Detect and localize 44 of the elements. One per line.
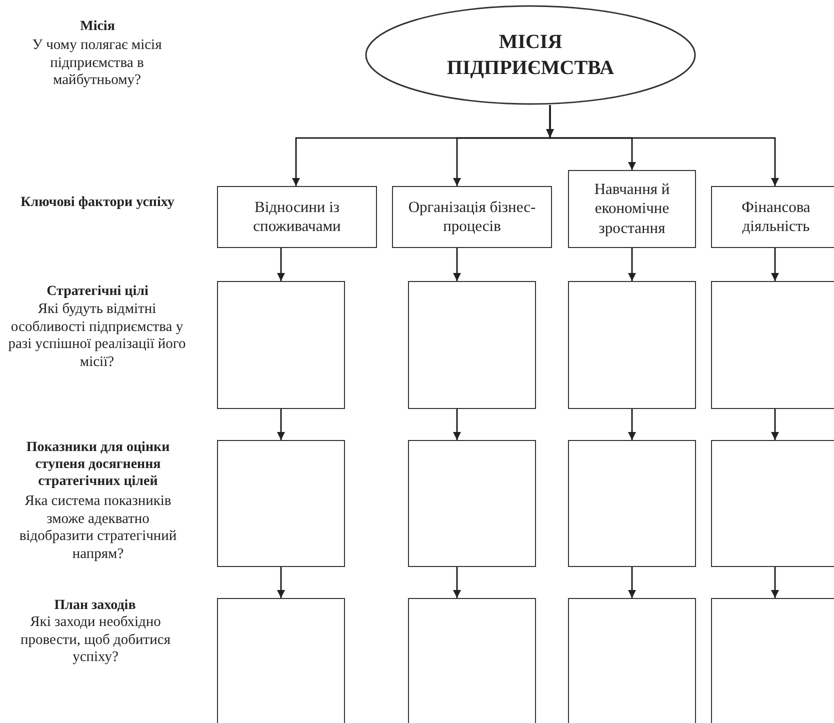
empty-box xyxy=(711,281,834,409)
process-box xyxy=(711,186,834,248)
empty-box xyxy=(408,598,536,723)
row-heading: План заходів xyxy=(53,597,137,614)
arrow xyxy=(453,409,461,440)
box-label: Фінансова діяльність xyxy=(740,198,812,236)
arrow xyxy=(628,567,636,598)
process-box xyxy=(217,186,377,248)
arrow xyxy=(771,409,779,440)
empty-box xyxy=(408,440,536,567)
arrow xyxy=(628,409,636,440)
row-question: Які будуть відмітні особливості підприємства у разі успішної реалізації його місії? xyxy=(7,301,187,372)
arrow xyxy=(628,248,636,281)
arrow xyxy=(277,248,285,281)
row-question: Які заходи необхідно провести, щоб добитися успіху? xyxy=(20,614,172,668)
empty-box xyxy=(711,440,834,567)
row-question: У чому полягає місія підприємства в майбутньому? xyxy=(31,37,163,90)
empty-box xyxy=(217,281,345,409)
arrow xyxy=(277,409,285,440)
box-label: Організація бізнес-процесів xyxy=(407,198,537,236)
row-heading: Показники для оцінки ступеня досягнення стратегічних цілей xyxy=(25,439,171,490)
empty-box xyxy=(568,440,696,567)
arrow xyxy=(277,567,285,598)
arrow xyxy=(549,105,779,186)
empty-box xyxy=(217,598,345,723)
mission-ellipse xyxy=(365,5,696,105)
empty-box xyxy=(568,598,696,723)
arrow xyxy=(453,248,461,281)
empty-box xyxy=(711,598,834,723)
arrow xyxy=(771,248,779,281)
row-heading: Стратегічні цілі xyxy=(46,283,150,300)
row-heading: Місія xyxy=(79,18,116,36)
empty-box xyxy=(217,440,345,567)
process-box xyxy=(568,170,696,248)
empty-box xyxy=(568,281,696,409)
arrow xyxy=(771,567,779,598)
arrow xyxy=(453,567,461,598)
box-label: Відносини із споживачами xyxy=(252,198,342,236)
row-question: Яка система показників зможе адекватно відобразити стратегічний напрям? xyxy=(18,493,178,564)
mission-title: МІСІЯ ПІДПРИЄМСТВА xyxy=(446,30,616,81)
empty-box xyxy=(408,281,536,409)
process-box xyxy=(392,186,552,248)
row-heading: Ключові фактори успіху xyxy=(20,194,176,212)
box-label: Навчання й економічне зростання xyxy=(593,180,671,238)
